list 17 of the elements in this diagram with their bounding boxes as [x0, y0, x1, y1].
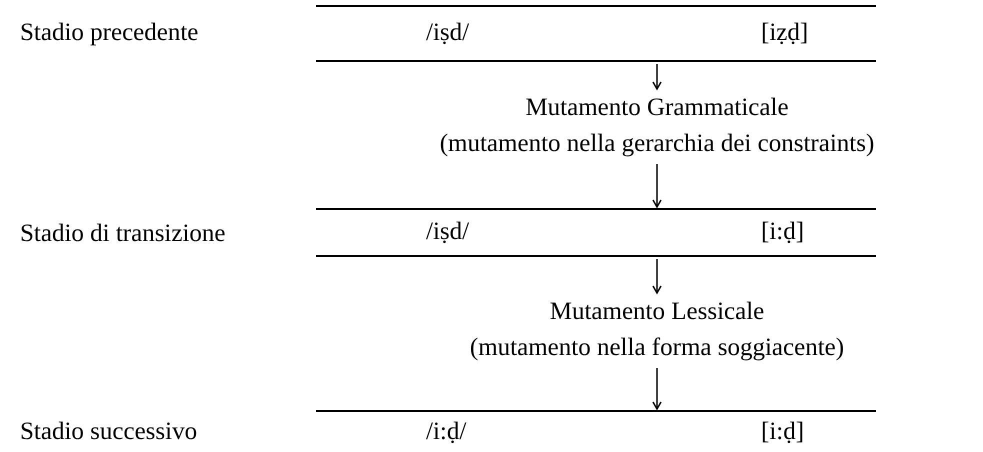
arrow	[652, 368, 662, 410]
arrow	[652, 259, 662, 294]
phonetic-form: [i:ḍ]	[761, 418, 804, 446]
phonetic-form: [i:ḍ]	[761, 218, 804, 246]
stage-label: Stadio precedente	[20, 19, 198, 47]
stage-label: Stadio di transizione	[20, 220, 226, 248]
phonological-form: /iṣd/	[426, 218, 470, 246]
arrow	[652, 164, 662, 208]
change-heading: Mutamento Grammaticale	[524, 93, 790, 123]
change-description: (mutamento nella forma soggiacente)	[468, 333, 846, 363]
change-heading: Mutamento Lessicale	[548, 297, 766, 327]
change-description: (mutamento nella gerarchia dei constraints)	[438, 129, 876, 159]
arrow	[652, 64, 662, 90]
phonological-form: /iṣd/	[426, 19, 470, 47]
stage-label: Stadio successivo	[20, 418, 198, 446]
phonetic-form: [iẓḍ]	[761, 19, 808, 47]
phonological-form: /i:ḍ/	[426, 418, 466, 446]
